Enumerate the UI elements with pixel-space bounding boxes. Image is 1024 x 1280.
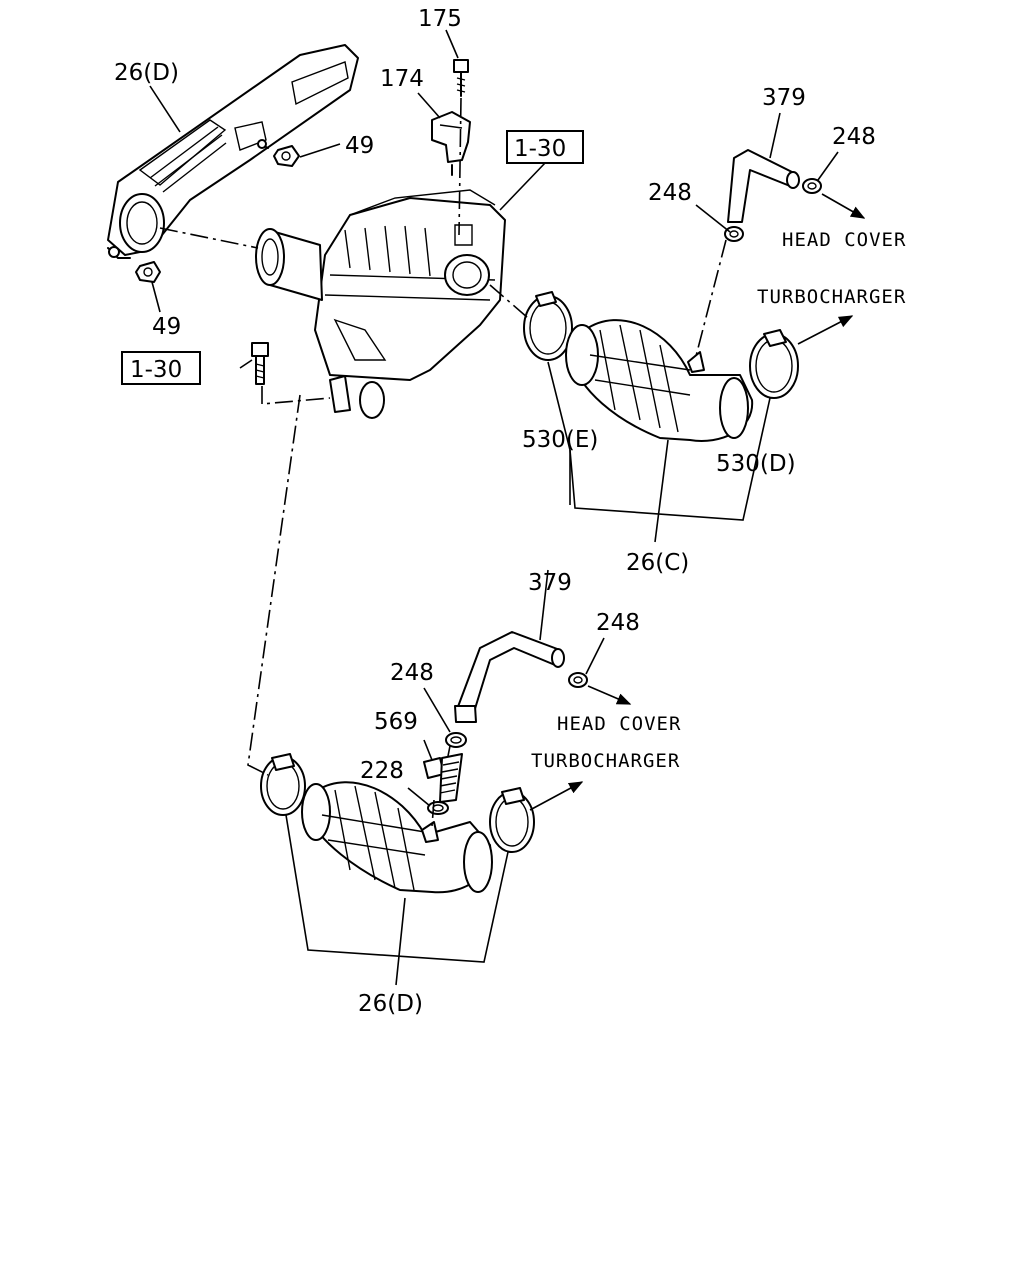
nut-49-right: [273, 145, 300, 167]
ref-box-1-30-left: [121, 351, 201, 385]
breather-hose-379-top: [727, 149, 800, 223]
label-248-bottom-left: 248: [390, 660, 434, 686]
label-49-right: 49: [345, 133, 374, 159]
label-248-bottom-right: 248: [596, 610, 640, 636]
label-228: 228: [360, 758, 404, 784]
label-26d-bottom: 26(D): [358, 991, 423, 1017]
leader-lines: [149, 29, 839, 986]
label-turbocharger-top: TURBOCHARGER: [757, 286, 906, 308]
screw-175: [453, 59, 469, 97]
air-cleaner-inlet-boot: [255, 228, 323, 301]
label-head-cover-top: HEAD COVER: [782, 229, 906, 251]
hose-clip-248-top-right: [802, 178, 822, 194]
hose-clamp-530d: [749, 329, 799, 399]
grommet-228: [427, 801, 449, 815]
assembly-lines: [159, 97, 727, 827]
label-530e: 530(E): [522, 427, 598, 453]
air-cleaner-housing: [314, 189, 506, 419]
label-379-bottom: 379: [528, 570, 572, 596]
label-49-left: 49: [152, 314, 181, 340]
maf-sensor-174: [431, 111, 471, 176]
label-26c: 26(C): [626, 550, 689, 576]
intake-hose-26c: [565, 319, 754, 442]
bolt-1-30: [251, 342, 269, 385]
label-head-cover-bottom: HEAD COVER: [557, 713, 681, 735]
direction-arrows: [529, 193, 866, 811]
nut-49-left: [135, 261, 161, 283]
label-26d-top: 26(D): [114, 60, 179, 86]
label-248-top-left: 248: [648, 180, 692, 206]
label-569: 569: [374, 709, 418, 735]
pcv-valve-569: [423, 753, 463, 803]
label-turbocharger-bottom: TURBOCHARGER: [531, 750, 680, 772]
hose-clip-248-bottom-right: [568, 672, 588, 688]
label-174: 174: [380, 66, 424, 92]
label-1-30-top: 1-30: [514, 136, 566, 162]
hose-clamp-right-bottom: [489, 787, 535, 853]
hose-clamp-left-bottom: [260, 753, 306, 816]
label-175: 175: [418, 6, 462, 32]
intake-hose-26d: [301, 781, 493, 894]
hose-clamp-530e: [523, 291, 573, 361]
duct-inlet-ring: [119, 193, 165, 253]
hose-clip-248-bottom-left: [445, 732, 467, 748]
label-1-30-left: 1-30: [130, 357, 182, 383]
ref-box-1-30-top: [506, 130, 584, 164]
label-248-top-right: 248: [832, 124, 876, 150]
duct-mount-stud: [107, 139, 269, 259]
hose-clip-248-top-left: [724, 226, 744, 242]
breather-hose-379-bottom: [454, 631, 565, 723]
label-379-top: 379: [762, 85, 806, 111]
label-530d: 530(D): [716, 451, 796, 477]
